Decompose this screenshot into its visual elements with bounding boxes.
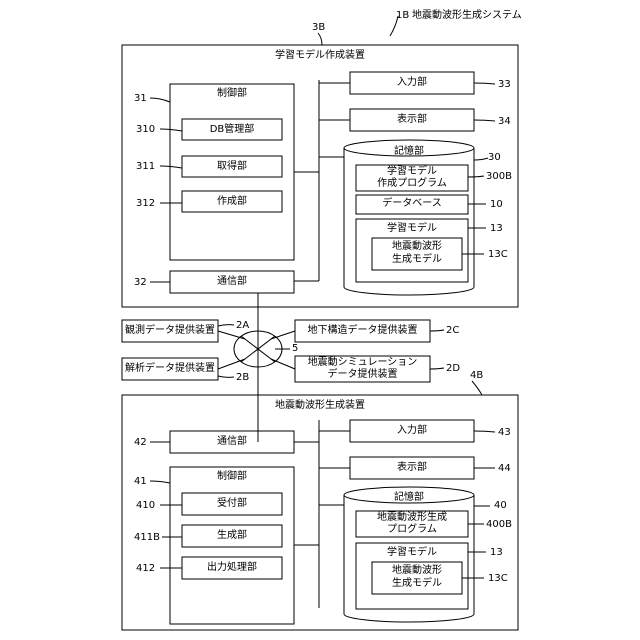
analysis-provider-label: 解析データ提供装置 — [122, 363, 218, 375]
waveform-model-13c-line1: 地震動波形 — [372, 241, 462, 253]
simulation-provider-line1: 地震動シミュレーション — [295, 357, 430, 369]
generation-device-ref: 4B — [470, 370, 483, 382]
obs-provider-ref: 2A — [236, 320, 249, 332]
network-5-ref: 5 — [292, 343, 298, 355]
simulation-provider-ref: 2D — [446, 363, 460, 375]
program-400b-ref: 400B — [486, 519, 512, 531]
analysis-provider-ref: 2B — [236, 372, 249, 384]
comm-32-ref: 32 — [134, 277, 147, 289]
database-10-ref: 10 — [490, 199, 503, 211]
program-300b-ref: 300B — [486, 171, 512, 183]
acquisition-label: 取得部 — [182, 161, 282, 173]
display-44-ref: 44 — [498, 463, 511, 475]
reception-label: 受付部 — [182, 498, 282, 510]
input-33-ref: 33 — [498, 79, 511, 91]
db-manager-label: DB管理部 — [182, 124, 282, 136]
input-43-label: 入力部 — [350, 425, 474, 437]
input-43-ref: 43 — [498, 427, 511, 439]
creation-ref: 312 — [136, 198, 155, 210]
display-34-label: 表示部 — [350, 114, 474, 126]
generation-label: 生成部 — [182, 530, 282, 542]
waveform-model-13c-ref-2: 13C — [488, 573, 508, 585]
learning-device-title: 学習モデル作成装置 — [122, 50, 518, 62]
program-400b-line2: プログラム — [356, 524, 468, 536]
comm-42-ref: 42 — [134, 437, 147, 449]
storage-40-ref: 40 — [494, 500, 507, 512]
control-31-ref: 31 — [134, 93, 147, 105]
learning-model-13-label: 学習モデル — [356, 223, 468, 235]
underground-provider-label: 地下構造データ提供装置 — [295, 325, 430, 337]
display-34-ref: 34 — [498, 116, 511, 128]
input-33-label: 入力部 — [350, 77, 474, 89]
waveform-model-13c-line2: 生成モデル — [372, 254, 462, 266]
underground-provider-ref: 2C — [446, 325, 459, 337]
display-44-label: 表示部 — [350, 462, 474, 474]
generation-device-title: 地震動波形生成装置 — [122, 400, 518, 412]
learning-model-13-label-2: 学習モデル — [356, 547, 468, 559]
storage-30-ref: 30 — [488, 152, 501, 164]
waveform-model-13c-ref: 13C — [488, 249, 508, 261]
waveform-model-13c-line2-2: 生成モデル — [372, 578, 462, 590]
comm-32-label: 通信部 — [170, 276, 294, 288]
creation-label: 作成部 — [182, 196, 282, 208]
control-31-label: 制御部 — [170, 88, 294, 100]
simulation-provider-line2: データ提供装置 — [295, 369, 430, 381]
system-title: 地震動波形生成システム — [412, 10, 522, 22]
acquisition-ref: 311 — [136, 161, 155, 173]
control-41-ref: 41 — [134, 476, 147, 488]
waveform-model-13c-line1-2: 地震動波形 — [372, 565, 462, 577]
obs-provider-label: 観測データ提供装置 — [122, 325, 218, 337]
output-ref: 412 — [136, 563, 155, 575]
storage-30-label: 記憶部 — [344, 146, 474, 158]
program-300b-line1: 学習モデル — [356, 166, 468, 178]
learning-model-13-ref: 13 — [490, 223, 503, 235]
db-manager-ref: 310 — [136, 124, 155, 136]
comm-42-label: 通信部 — [170, 436, 294, 448]
program-300b-line2: 作成プログラム — [356, 178, 468, 190]
learning-model-13-ref-2: 13 — [490, 547, 503, 559]
learning-device-ref: 3B — [312, 22, 325, 34]
output-label: 出力処理部 — [182, 562, 282, 574]
database-10-label: データベース — [356, 198, 468, 210]
generation-ref: 411B — [134, 532, 160, 544]
program-400b-line1: 地震動波形生成 — [356, 512, 468, 524]
storage-40-label: 記憶部 — [344, 492, 474, 504]
system-ref: 1B — [396, 10, 409, 22]
reception-ref: 410 — [136, 500, 155, 512]
control-unit-41-box — [170, 467, 294, 624]
control-41-label: 制御部 — [170, 471, 294, 483]
